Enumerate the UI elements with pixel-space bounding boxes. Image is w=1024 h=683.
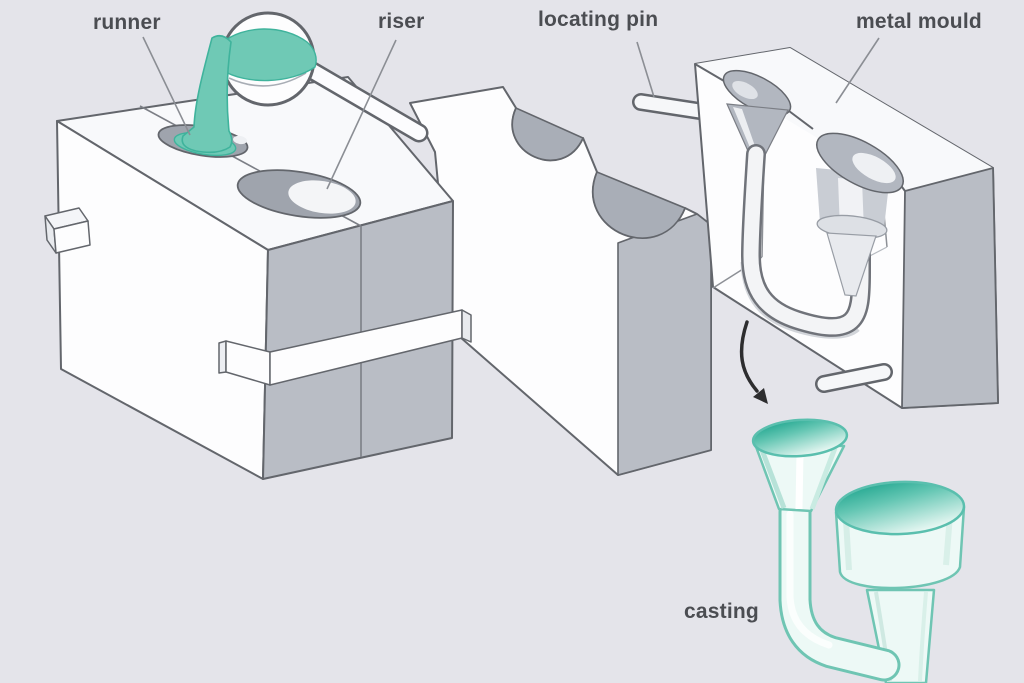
riser-label: riser <box>378 10 425 33</box>
riser-hole-highlight <box>288 180 356 214</box>
locating-pin-bottom <box>815 363 893 393</box>
shading <box>809 447 838 510</box>
clamp-band <box>218 309 472 386</box>
shading <box>795 451 804 510</box>
runner-groove-notch <box>511 106 585 162</box>
lug-front <box>53 220 91 254</box>
casting-label: casting <box>684 600 759 623</box>
cylinder-top <box>834 480 966 536</box>
casting-riser-cylinder <box>834 480 966 590</box>
casting-runner-tube <box>778 495 901 682</box>
cavity-mouth-highlight <box>852 152 896 184</box>
runner-hole-glint <box>233 135 247 145</box>
ladle-handle <box>297 59 426 140</box>
riser-cavity <box>816 132 904 297</box>
mould-side-face <box>901 167 999 409</box>
locating-pin-top <box>632 93 715 121</box>
funnel-cone-highlight <box>733 107 757 152</box>
ladle-inner-rim <box>228 72 307 87</box>
pour-stream <box>181 34 233 154</box>
casting-part <box>751 418 966 683</box>
shading <box>843 519 852 571</box>
funnel-top <box>751 418 849 458</box>
metal-mould-label: metal mould <box>856 10 982 33</box>
pin-body <box>817 365 891 391</box>
band-left-cap <box>218 340 227 374</box>
arrow-head <box>753 388 768 404</box>
shading <box>918 591 928 682</box>
process-arrow-icon <box>739 320 768 404</box>
mould-section-block <box>409 86 712 476</box>
locating-pin-leader-line <box>636 41 655 98</box>
arrow-shaft <box>739 320 759 393</box>
pin-body <box>634 95 713 119</box>
leader-lines <box>142 36 880 190</box>
locating-pin-label: locating pin <box>538 8 659 31</box>
riser-groove-notch <box>592 170 687 239</box>
cavity-taper <box>826 232 877 297</box>
tube-highlight <box>786 510 833 649</box>
pouring-ladle <box>181 11 429 154</box>
casting-sprue-funnel <box>751 418 849 513</box>
section-side-face <box>617 213 712 476</box>
shading <box>759 449 787 509</box>
runner-leader-line <box>142 36 191 136</box>
funnel-mouth-highlight <box>732 80 758 100</box>
riser-leader-line <box>326 39 397 190</box>
runner-label: runner <box>93 11 161 34</box>
channel-body <box>743 146 869 335</box>
handle-lug <box>44 207 91 254</box>
band-right-cap <box>461 309 472 343</box>
metal-mould-block <box>694 47 999 409</box>
metal-mould-leader-line <box>835 37 880 104</box>
runner-channel <box>740 144 871 339</box>
sand-mould-block <box>44 76 472 480</box>
